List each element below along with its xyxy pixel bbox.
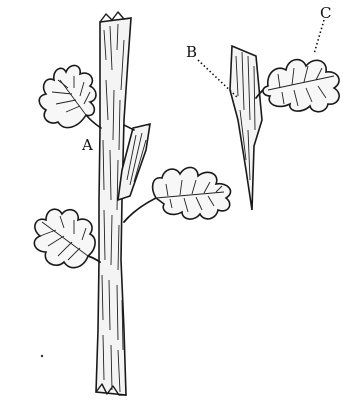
leaf-c <box>256 60 339 112</box>
label-b: B <box>186 43 197 61</box>
label-a: A <box>81 136 93 154</box>
leaf-right <box>124 167 231 222</box>
speck <box>41 355 43 357</box>
stock-stem <box>96 12 131 395</box>
leaf-lower-left <box>34 209 100 267</box>
bud-shield <box>230 46 262 210</box>
label-c: C <box>320 4 331 22</box>
leader-c <box>314 20 324 54</box>
leaf-a <box>39 65 101 128</box>
